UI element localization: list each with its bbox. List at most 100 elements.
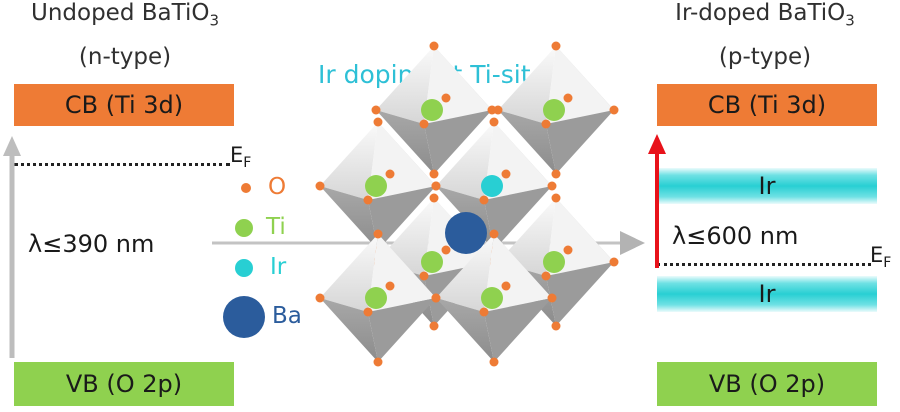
legend-dot-ti [235,219,253,237]
o-atom [429,169,439,179]
o-atom [373,229,383,239]
left-type: (n-type) [78,44,172,70]
ti-atom [481,287,503,309]
o-atom [489,357,499,367]
right-title: Ir-doped BaTiO3 [630,0,900,30]
o-atom [479,195,489,205]
octahedron [315,117,441,255]
o-atom [489,229,499,239]
o-atom [501,169,511,179]
o-atom [363,307,373,317]
o-atom [541,119,551,129]
o-atom [315,181,325,191]
right-type: (p-type) [718,44,812,70]
o-atom [373,357,383,367]
o-atom [489,117,499,127]
legend-dot-ba [223,296,265,338]
octahedron-face [484,298,552,362]
left-fermi-subscript: F [243,155,252,172]
legend-dot-o [241,183,251,193]
octahedron-face [424,110,492,174]
right-fermi-line [657,263,871,266]
crystal-octahedra [315,41,619,367]
left-cb-band: CB (Ti 3d) [14,84,234,126]
octahedron [431,229,557,367]
right-ir-lower-label: Ir [758,280,776,308]
o-atom [431,293,441,303]
left-fermi-label: EF [230,143,251,171]
o-atom [547,293,557,303]
octahedron-face [498,46,556,124]
o-atom [551,321,561,331]
right-excitation-arrow-head [648,134,666,154]
right-vb-band: VB (O 2p) [657,362,877,406]
octahedron-face [376,46,434,124]
legend-label-ti: Ti [266,214,286,240]
right-fermi-text: E [870,243,884,267]
legend-label-ir: Ir [270,254,287,280]
octahedron-face [320,298,378,362]
o-atom [431,181,441,191]
octahedron [493,41,619,179]
o-atom [609,105,619,115]
right-cb-band: CB (Ti 3d) [657,84,877,126]
o-atom [371,105,381,115]
o-atom [385,169,395,179]
octahedron-face [320,186,378,250]
o-atom [441,245,451,255]
ir-atom [481,175,503,197]
left-vb-label: VB (O 2p) [65,370,183,398]
o-atom [551,169,561,179]
o-atom [441,93,451,103]
o-atom [373,117,383,127]
o-atom [419,119,429,129]
o-atom [493,105,503,115]
ti-atom [543,99,565,121]
octahedron [315,229,441,367]
right-fermi-label: EF [870,243,891,271]
o-atom [501,281,511,291]
octahedron-face [436,298,494,362]
octahedron-face [546,262,614,326]
left-cb-label: CB (Ti 3d) [64,91,184,119]
legend-label-ba: Ba [272,303,302,329]
left-fermi-text: E [230,143,244,167]
octahedron-face [436,122,494,200]
left-fermi-line [14,163,230,166]
octahedron [371,41,497,179]
o-atom [429,321,439,331]
legend-label-o: O [268,174,287,200]
octahedron-face [368,186,436,250]
left-wavelength: λ≤390 nm [28,230,155,258]
o-atom [547,181,557,191]
octahedron-face [376,110,434,174]
legend-dot-ir [235,259,253,277]
o-atom [385,281,395,291]
octahedron-face [320,234,378,312]
right-wavelength: λ≤600 nm [672,222,799,250]
left-title: Undoped BaTiO3 [0,0,250,30]
o-atom [429,193,439,203]
octahedron-face [484,186,552,250]
o-atom [563,245,573,255]
o-atom [551,193,561,203]
ti-atom [421,251,443,273]
octahedron-face [436,234,494,312]
o-atom [479,307,489,317]
left-excitation-arrow-head [3,136,21,156]
legend-dots [223,183,265,338]
right-vb-label: VB (O 2p) [708,370,826,398]
o-atom [315,293,325,303]
octahedron-face [498,110,556,174]
left-vb-band: VB (O 2p) [14,362,234,406]
o-atom [541,271,551,281]
o-atom [419,271,429,281]
o-atom [563,93,573,103]
octahedron-face [320,122,378,200]
ba-atom [445,212,487,254]
o-atom [551,41,561,51]
octahedron-face [368,298,436,362]
octahedron-face [546,110,614,174]
ti-atom [543,251,565,273]
